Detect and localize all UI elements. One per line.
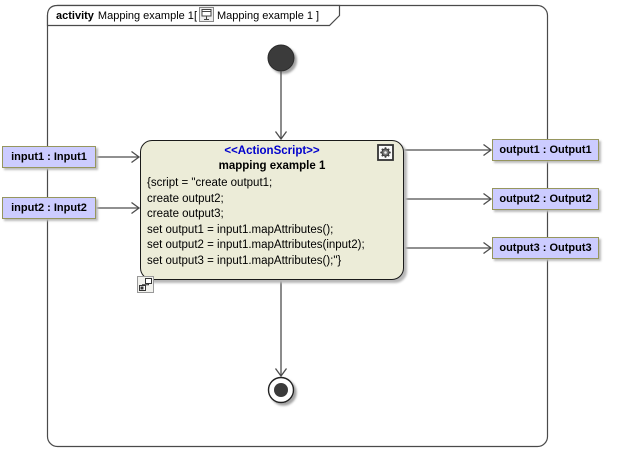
control-flow-action-to-final[interactable] [274, 281, 288, 378]
script-line: create output3; [147, 208, 224, 220]
object-flow-output2[interactable] [404, 192, 493, 206]
input-pin-input1[interactable]: input1 : Input1 [2, 146, 96, 168]
object-flow-output1[interactable] [404, 143, 493, 157]
object-flow-output3[interactable] [404, 241, 493, 255]
object-flow-input1[interactable] [96, 150, 141, 164]
control-flow-initial-to-action[interactable] [274, 71, 288, 141]
action-script-body: {script = "create output1; create output… [141, 176, 403, 269]
script-line: set output2 = input1.mapAttributes(input… [147, 239, 365, 251]
initial-node[interactable] [267, 44, 295, 72]
action-stereotype: <<ActionScript>> [224, 145, 320, 157]
output-pin-output1[interactable]: output1 : Output1 [492, 139, 599, 161]
rake-structure-icon [137, 276, 154, 293]
action-name: mapping example 1 [218, 160, 326, 172]
action-node-mapping-example-1[interactable]: <<ActionScript>> mapping example 1 {scri… [137, 140, 404, 293]
script-line: set output1 = input1.mapAttributes(); [147, 223, 334, 236]
bracket-open: [ [193, 10, 197, 22]
activity-diagram-icon [199, 7, 214, 28]
frame-diagram-name: Mapping example 1 [217, 10, 314, 22]
object-flow-input2[interactable] [96, 201, 141, 215]
output-pin-output2[interactable]: output2 : Output2 [492, 188, 599, 210]
bracket-close: ] [316, 10, 320, 22]
script-line: set output3 = input1.mapAttributes();"} [147, 254, 342, 267]
script-line: create output2; [147, 192, 224, 205]
script-line: {script = "create output1; [147, 177, 273, 189]
frame-activity-name: Mapping example 1 [97, 10, 194, 22]
frame-title-tab[interactable] [46, 4, 341, 27]
gear-icon [377, 144, 394, 161]
frame-keyword: activity [56, 10, 94, 22]
activity-final-node[interactable] [267, 376, 295, 404]
input-pin-input2[interactable]: input2 : Input2 [2, 197, 96, 219]
output-pin-output3[interactable]: output3 : Output3 [492, 237, 599, 259]
